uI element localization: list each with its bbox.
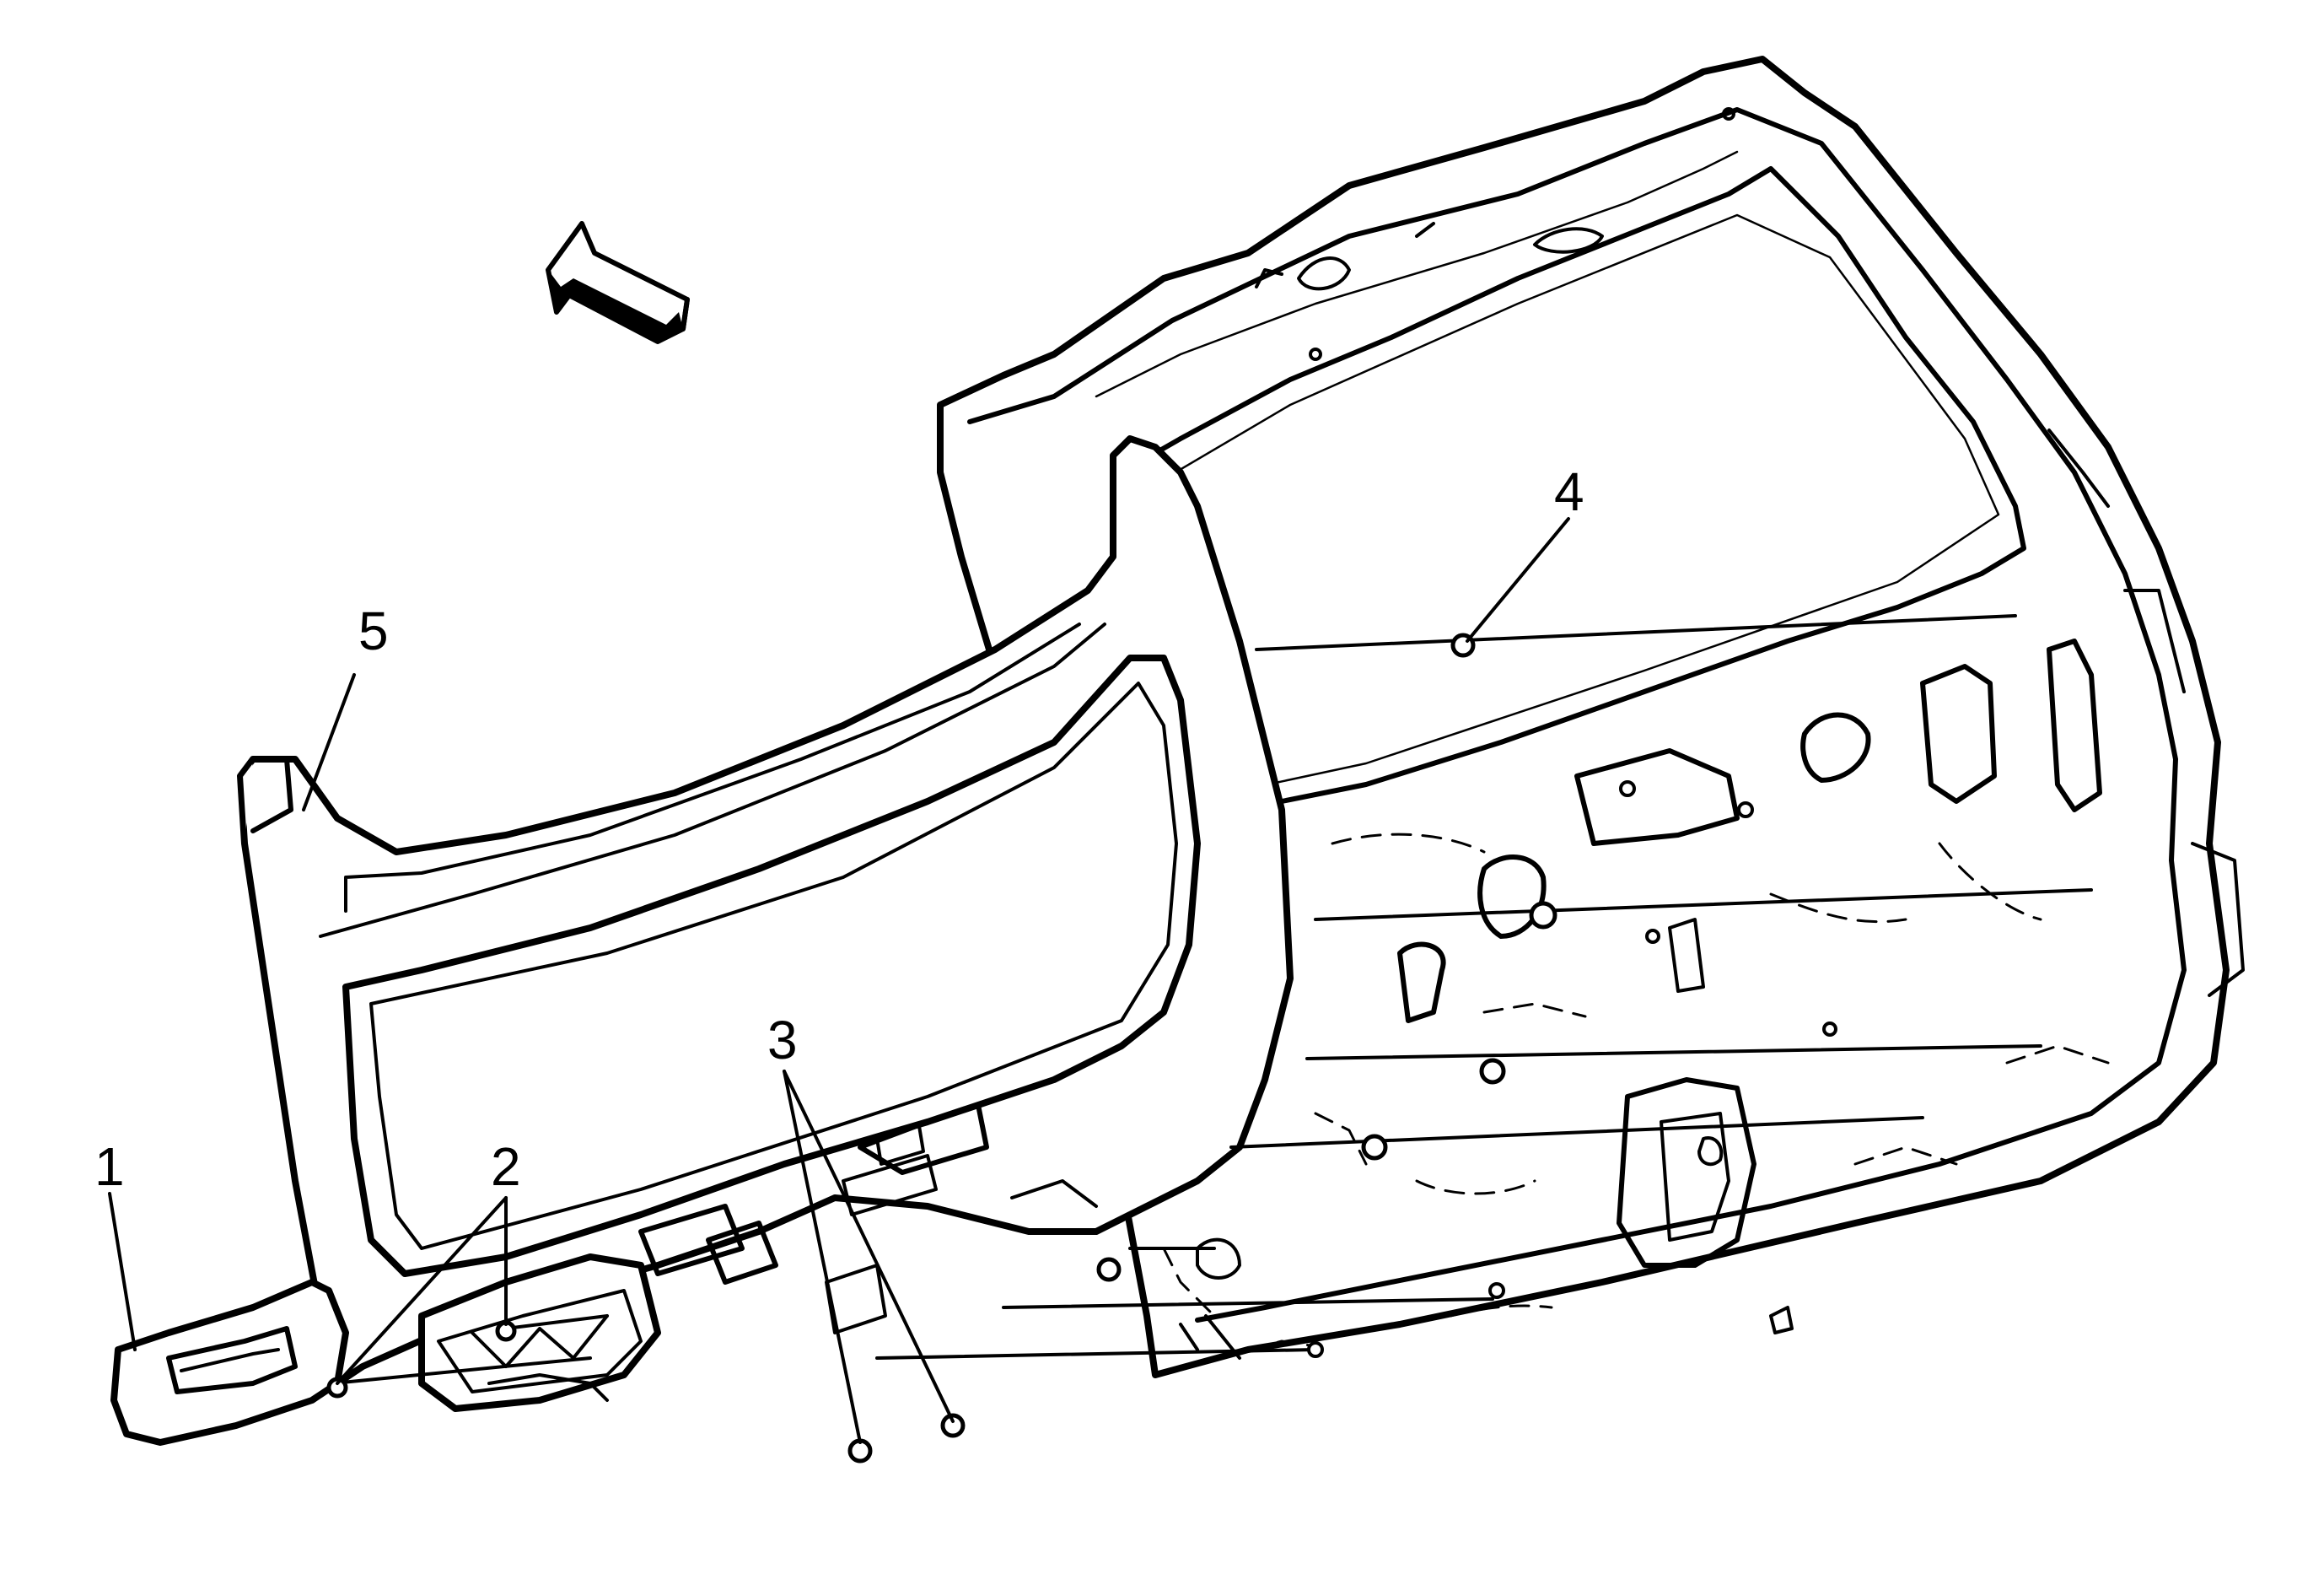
retainer-7 bbox=[1307, 1341, 1324, 1358]
trim-fasteners bbox=[326, 633, 1557, 1463]
callout-5: 5 bbox=[358, 601, 389, 661]
retainer-5 bbox=[1096, 1257, 1122, 1282]
screw-4 bbox=[940, 1413, 966, 1438]
callout-4: 4 bbox=[1554, 461, 1584, 522]
callout-labels: 1 2 3 4 5 bbox=[94, 461, 1584, 1197]
callout-3: 3 bbox=[767, 1010, 798, 1070]
retainer-4 bbox=[1361, 1134, 1388, 1161]
retainer-2 bbox=[1529, 901, 1557, 930]
retainer-6 bbox=[1488, 1282, 1505, 1299]
retainer-3 bbox=[1479, 1058, 1506, 1085]
pull-handle-trim bbox=[110, 1279, 349, 1446]
callout-1: 1 bbox=[94, 1136, 125, 1197]
callout-2: 2 bbox=[491, 1136, 521, 1197]
callout-leaders bbox=[108, 517, 1570, 1444]
front-direction-arrow bbox=[546, 221, 690, 344]
upper-trim-panel bbox=[237, 435, 1294, 1412]
fastener-leader-lines bbox=[331, 614, 2093, 1385]
screw-1 bbox=[326, 1377, 348, 1399]
